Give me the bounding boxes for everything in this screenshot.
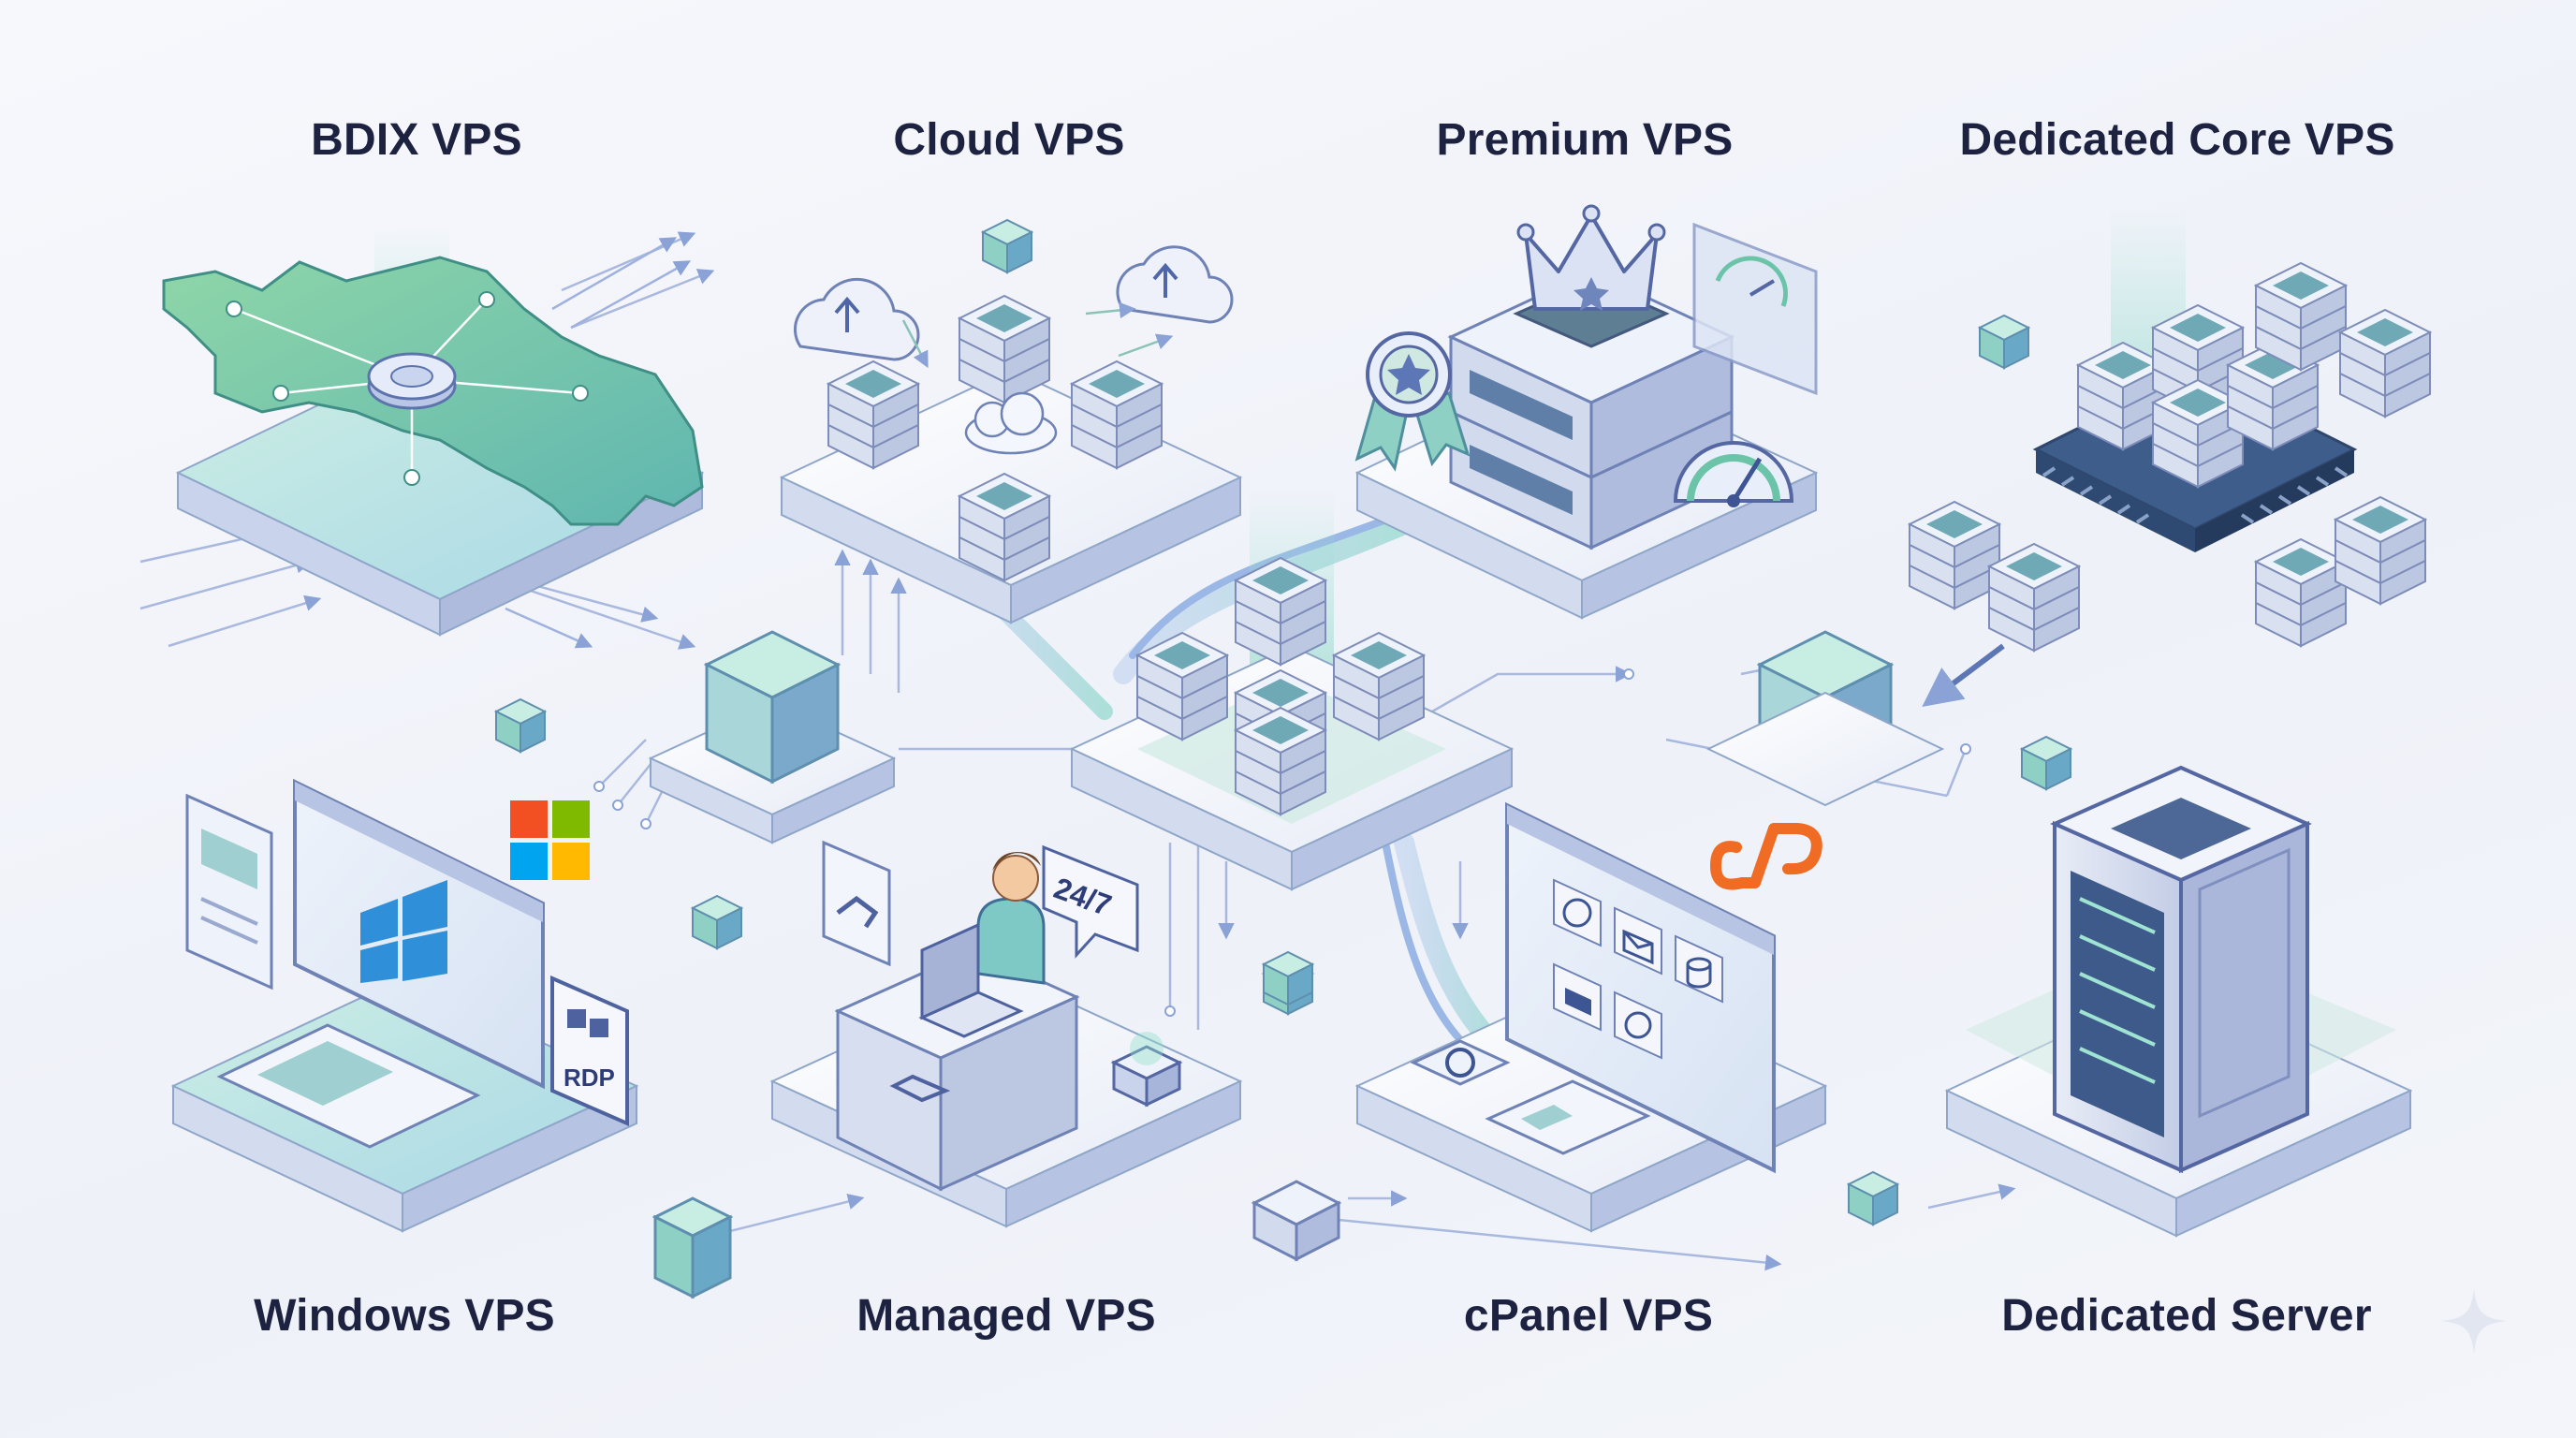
floating-cube — [1979, 315, 2029, 369]
ms-logo-icon — [510, 800, 590, 880]
mail-icon — [1622, 929, 1654, 965]
laptop-icon — [918, 922, 1024, 1038]
label-dedicated-server: Dedicated Server — [2001, 1291, 2372, 1341]
crown-icon — [1513, 204, 1670, 348]
bdix-vps-node — [162, 225, 705, 649]
chip-pins — [2042, 466, 2349, 524]
keyboard-icon — [216, 1023, 481, 1149]
analytics-panel-icon — [1692, 222, 1818, 396]
label-bdix-vps: BDIX VPS — [311, 115, 522, 165]
support-agent-icon — [976, 852, 1046, 985]
label-managed-vps: Managed VPS — [856, 1291, 1156, 1341]
floating-cube — [2021, 736, 2071, 790]
floating-cube — [1263, 951, 1313, 1005]
floating-cube — [1848, 1171, 1898, 1225]
globe-icon — [1562, 898, 1592, 928]
award-ribbon-icon — [1354, 331, 1471, 472]
gauge-icon — [1673, 441, 1794, 507]
dedicated-core-vps-node — [1705, 206, 2431, 807]
rdp-badge: RDP — [550, 975, 629, 1127]
cloud-vps-node — [779, 219, 1243, 624]
windows-vps-node: RDP — [170, 778, 639, 1233]
central-server-hub — [1069, 557, 1515, 891]
windows-logo-icon — [360, 880, 447, 983]
label-premium-vps: Premium VPS — [1436, 115, 1734, 165]
network-hub-icon — [367, 352, 457, 410]
label-cloud-vps: Cloud VPS — [893, 115, 1125, 165]
server-tower-icon — [2050, 765, 2312, 1174]
cpanel-vps-node — [1354, 801, 1828, 1233]
label-cpanel-vps: cPanel VPS — [1463, 1291, 1714, 1341]
dedicated-server-node — [1848, 765, 2413, 1238]
floating-cube — [692, 895, 742, 949]
control-panel-window — [1505, 801, 1776, 1174]
gear-icon — [1410, 1039, 1511, 1086]
cloud-arrows — [901, 301, 1174, 369]
rdp-label: RDP — [564, 1064, 615, 1092]
glowing-chip-icon — [1110, 1032, 1183, 1108]
network-nodes — [226, 291, 589, 486]
floating-cube — [982, 219, 1032, 273]
sidebar-window-icon — [185, 793, 273, 990]
incoming-arrows — [505, 237, 692, 649]
tools-panel-icon — [1485, 1079, 1651, 1155]
label-dedicated-core-vps: Dedicated Core VPS — [1959, 115, 2395, 165]
cpanel-logo-icon — [1710, 823, 1822, 890]
managed-vps-node: 24/7 — [769, 840, 1313, 1228]
handshake-icon — [822, 840, 951, 1103]
sparkle-icon — [2441, 1288, 2507, 1354]
cloud-icon — [964, 391, 1058, 455]
link-platform — [1705, 691, 1945, 807]
bottom-link-cube — [651, 1196, 734, 1299]
premium-vps-node — [1250, 204, 1819, 665]
label-windows-vps: Windows VPS — [254, 1291, 555, 1341]
left-connector-cube — [648, 630, 897, 844]
support-bubble-icon: 24/7 — [1042, 844, 1139, 959]
bottom-link-server — [1251, 1180, 1342, 1262]
floating-cube — [495, 698, 546, 753]
cloud-upload-icon — [793, 245, 1234, 361]
monitor-icon — [293, 778, 545, 1090]
